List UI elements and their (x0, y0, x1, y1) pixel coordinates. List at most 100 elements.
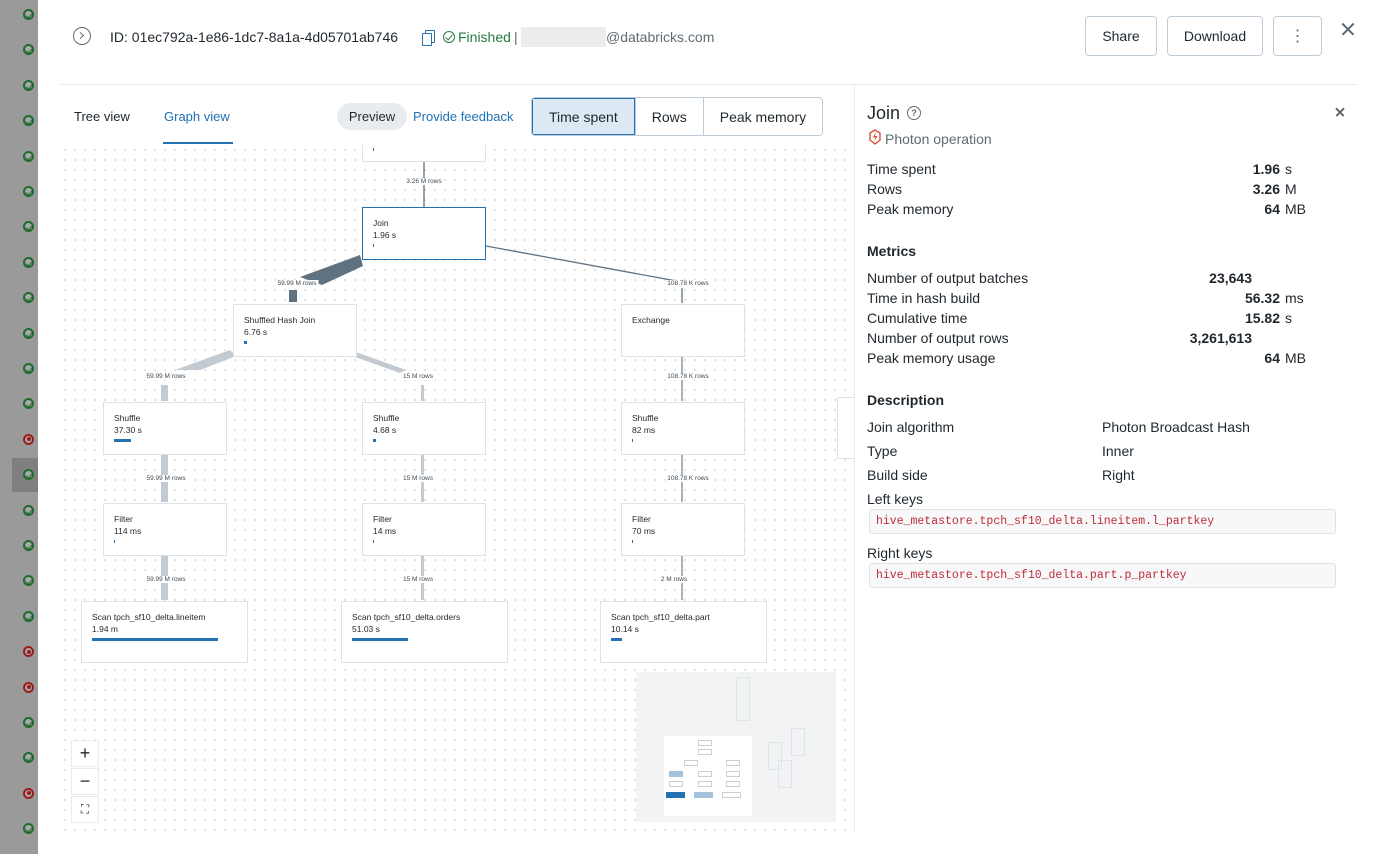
toggle-peak-memory[interactable]: Peak memory (702, 98, 823, 135)
help-icon[interactable]: ? (907, 106, 921, 120)
description-value: Right (1102, 467, 1135, 483)
metric-value: 64 (1264, 350, 1280, 366)
minimap-node (722, 792, 741, 798)
graph-node-shuffle-1[interactable]: Shuffle 37.30 s (103, 402, 227, 455)
description-label: Build side (867, 467, 928, 483)
node-value: 114 ms (114, 526, 142, 536)
success-status-icon (23, 752, 34, 764)
provide-feedback-link[interactable]: Provide feedback (413, 109, 514, 124)
metric-label: Cumulative time (867, 310, 968, 326)
tab-tree-view[interactable]: Tree view (74, 109, 130, 124)
status-text: Finished (458, 29, 511, 45)
summary-value: 64 (1264, 201, 1280, 217)
edge-label: 59.99 M rows (144, 475, 188, 482)
graph-node-filter-3[interactable]: Filter 70 ms (621, 503, 745, 556)
edge-label: 108.78 K rows (665, 475, 711, 482)
edge-label: 15 M rows (401, 373, 435, 380)
success-status-icon (23, 575, 34, 587)
success-status-icon (23, 327, 34, 339)
node-progress-bar (632, 540, 633, 543)
minimap-node (684, 760, 698, 766)
graph-node-filter-2[interactable]: Filter 14 ms (362, 503, 486, 556)
node-progress-bar (114, 439, 131, 442)
node-title: Filter (373, 514, 392, 524)
graph-node-join[interactable]: Join 1.96 s (362, 207, 486, 260)
zoom-out-button[interactable]: − (71, 768, 99, 795)
tab-graph-view[interactable]: Graph view (164, 109, 230, 124)
success-status-icon (23, 292, 34, 304)
graph-node-shuffle-2[interactable]: Shuffle 4.68 s (362, 402, 486, 455)
photon-operation-label: Photon operation (885, 131, 992, 147)
minimap-node (694, 792, 713, 798)
edge-label: 2 M rows (658, 576, 690, 583)
node-title: Exchange (632, 315, 670, 325)
edge-label: 59.99 M rows (144, 576, 188, 583)
graph-node-filter-1[interactable]: Filter 114 ms (103, 503, 227, 556)
node-progress-bar (92, 638, 218, 641)
success-status-icon (23, 504, 34, 516)
graph-node-scan-lineitem[interactable]: Scan tpch_sf10_delta.lineitem 1.94 m (81, 601, 248, 663)
graph-pane: Tree view Graph view Preview Provide fee… (60, 85, 855, 854)
toggle-time-spent[interactable]: Time spent (532, 98, 635, 135)
success-status-icon (23, 823, 34, 835)
graph-node-upstream[interactable] (362, 145, 486, 162)
node-progress-bar (611, 638, 622, 641)
pane-divider (854, 85, 855, 831)
node-progress-bar (632, 439, 633, 442)
node-value: 6.76 s (244, 327, 268, 337)
minimap-node (726, 781, 740, 787)
graph-node-shuffle-3[interactable]: Shuffle 82 ms (621, 402, 745, 455)
node-value: 10.14 s (611, 624, 639, 634)
summary-label: Rows (867, 181, 903, 197)
node-value: 70 ms (632, 526, 656, 536)
fit-view-button[interactable]: ⛶ (71, 796, 99, 823)
left-keys-value[interactable]: hive_metastore.tpch_sf10_delta.lineitem.… (869, 509, 1336, 534)
error-status-icon (23, 787, 34, 799)
metric-value: 3,261,613 (1189, 330, 1252, 346)
graph-canvas[interactable]: Join 1.96 s Shuffled Hash Join 6.76 s Ex… (60, 145, 855, 831)
node-title: Scan tpch_sf10_delta.orders (352, 612, 461, 622)
graph-node-scan-orders[interactable]: Scan tpch_sf10_delta.orders 51.03 s (341, 601, 508, 663)
metric-value: 15.82 (1244, 310, 1280, 326)
graph-node-exchange[interactable]: Exchange (621, 304, 745, 357)
metric-value: 23,643 (1209, 270, 1252, 286)
minimap-node (768, 742, 782, 770)
download-button[interactable]: Download (1167, 16, 1263, 56)
copy-icon[interactable] (422, 30, 435, 46)
node-progress-bar (244, 341, 247, 344)
description-value: Photon Broadcast Hash (1102, 419, 1250, 435)
operator-title: Join (867, 103, 901, 123)
node-title: Filter (114, 514, 133, 524)
summary-unit: s (1285, 161, 1292, 177)
toggle-rows[interactable]: Rows (634, 98, 703, 135)
more-options-button[interactable]: ⋮ (1273, 16, 1322, 56)
active-tab-indicator (163, 142, 233, 144)
node-value: 14 ms (373, 526, 397, 536)
success-status-icon (23, 363, 34, 374)
node-value: 1.94 m (92, 624, 118, 634)
zoom-in-button[interactable]: + (71, 740, 99, 767)
metric-label: Number of output batches (867, 270, 1029, 286)
minimap-node (726, 760, 740, 766)
graph-node-offscreen[interactable] (837, 397, 855, 459)
graph-node-shuffled-hash-join[interactable]: Shuffled Hash Join 6.76 s (233, 304, 357, 357)
expand-icon[interactable] (73, 27, 91, 45)
right-keys-value[interactable]: hive_metastore.tpch_sf10_delta.part.p_pa… (869, 563, 1336, 588)
metric-unit: s (1285, 310, 1292, 326)
query-id: ID: 01ec792a-1e86-1dc7-8a1a-4d05701ab746 (110, 29, 399, 45)
check-circle-icon (443, 31, 455, 43)
close-panel-icon[interactable] (1334, 106, 1345, 117)
node-title: Shuffle (114, 413, 141, 423)
minimap-node (698, 781, 712, 787)
node-value: 1.96 s (373, 230, 397, 240)
query-profile-modal: ID: 01ec792a-1e86-1dc7-8a1a-4d05701ab746… (38, 0, 1375, 854)
description-value: Inner (1102, 443, 1134, 459)
graph-node-scan-part[interactable]: Scan tpch_sf10_delta.part 10.14 s (600, 601, 767, 663)
graph-minimap[interactable] (636, 672, 836, 822)
share-button[interactable]: Share (1085, 16, 1157, 56)
close-icon[interactable] (1340, 21, 1356, 37)
metric-label: Number of output rows (867, 330, 1009, 346)
edge-label: 3.26 M rows (404, 178, 444, 185)
edge-label: 59.99 M rows (144, 373, 188, 380)
node-progress-bar (373, 439, 376, 442)
